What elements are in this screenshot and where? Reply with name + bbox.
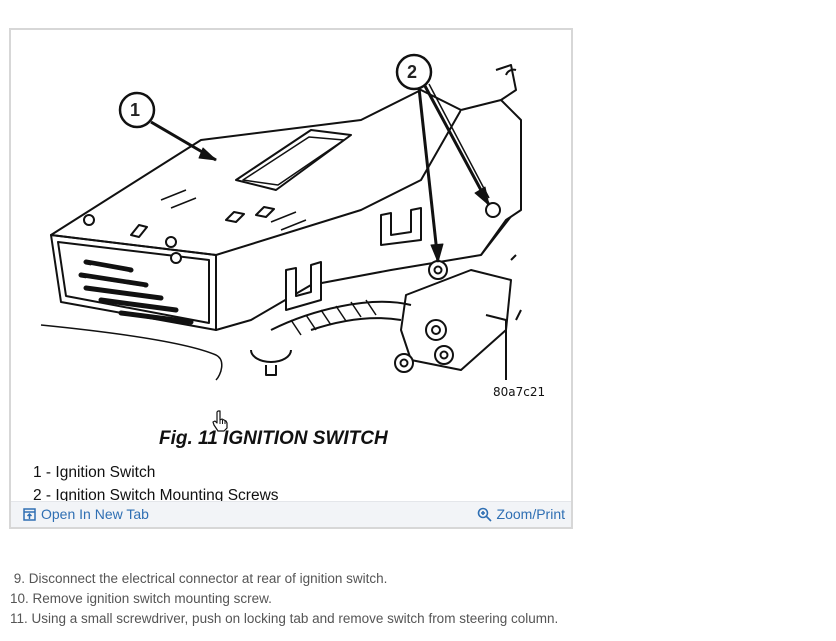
step-item: 11. Using a small screwdriver, push on l… — [10, 611, 559, 626]
magnifier-icon — [477, 507, 492, 522]
step-item: 9. Disconnect the electrical connector a… — [10, 571, 388, 586]
zoom-print-label: Zoom/Print — [496, 506, 565, 522]
open-new-tab-icon — [23, 507, 36, 521]
open-in-new-tab-button[interactable]: Open In New Tab — [23, 506, 149, 522]
legend-item: 1 - Ignition Switch — [33, 464, 156, 481]
figure-title: Fig. 11 IGNITION SWITCH — [159, 428, 388, 449]
ignition-switch-illustration — [40, 53, 522, 381]
instruction-steps: 9. Disconnect the electrical connector a… — [10, 569, 558, 629]
figure-container: 1 2 80a7c21 Fig. 11 IGNITION SWITCH 1 - … — [9, 28, 573, 529]
legend-item: 2 - Ignition Switch Mounting Screws — [33, 487, 279, 504]
callout-1: 1 — [130, 100, 141, 120]
callout-2: 2 — [407, 62, 418, 82]
figure-legend: 1 - Ignition Switch 2 - Ignition Switch … — [33, 461, 279, 507]
zoom-print-button[interactable]: Zoom/Print — [477, 506, 565, 522]
hand-cursor-icon — [212, 410, 228, 432]
open-in-new-tab-label: Open In New Tab — [41, 506, 149, 522]
figure-code: 80a7c21 — [493, 385, 546, 399]
figure-toolbar: Open In New Tab Zoom/Print — [11, 501, 571, 527]
step-item: 10. Remove ignition switch mounting scre… — [10, 591, 272, 606]
